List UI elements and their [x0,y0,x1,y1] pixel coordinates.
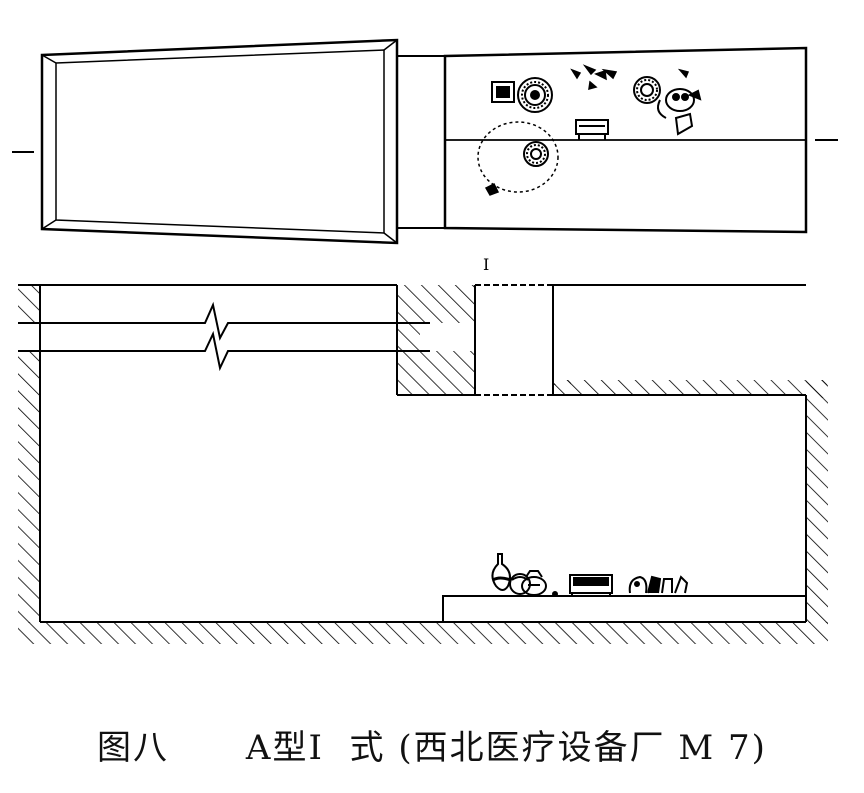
artifact-box [491,81,515,103]
ceramic-figures-artifact [628,575,689,594]
figure-caption: 图八 A型I 式 (西北医疗设备厂 M 7) [0,720,864,769]
section-marker: I [483,255,489,274]
caption-tomb-number: M 7) [678,728,767,768]
tomb-plan-and-section: I [12,38,853,644]
artifact-small-shard [484,182,500,196]
section-artifacts [491,553,689,597]
floor-hatch [18,622,828,644]
shaft-inner-outline [55,49,385,234]
caption-type: A型I [245,728,324,768]
caption-form: 式 (西北医疗设备厂 [349,728,666,768]
plan-artifacts [484,64,702,196]
break-line-upper [18,301,430,341]
artifact-furniture [575,119,609,140]
plan-view [12,38,838,245]
ceiling-right-hatch [553,380,827,398]
caption-figure-number: 图八 [97,728,170,768]
artifact-pit-mirror [523,141,549,167]
section-view [18,284,853,644]
right-wall-hatch [806,380,828,623]
chamber-outline [443,46,808,234]
vase-artifact [491,553,512,591]
artifact-bronze-mirror [517,77,553,113]
left-wall-hatch [18,285,40,623]
dashed-pit [477,121,559,193]
artifact-vessel-cluster [657,88,702,136]
pot-artifact [521,570,547,596]
shaft-outline [40,38,399,245]
artifact-mirror-right [633,76,661,104]
table-artifact [569,574,613,597]
break-line-lower [18,330,430,372]
burial-platform [442,595,806,622]
artifact-scattered-fragments [570,64,690,91]
